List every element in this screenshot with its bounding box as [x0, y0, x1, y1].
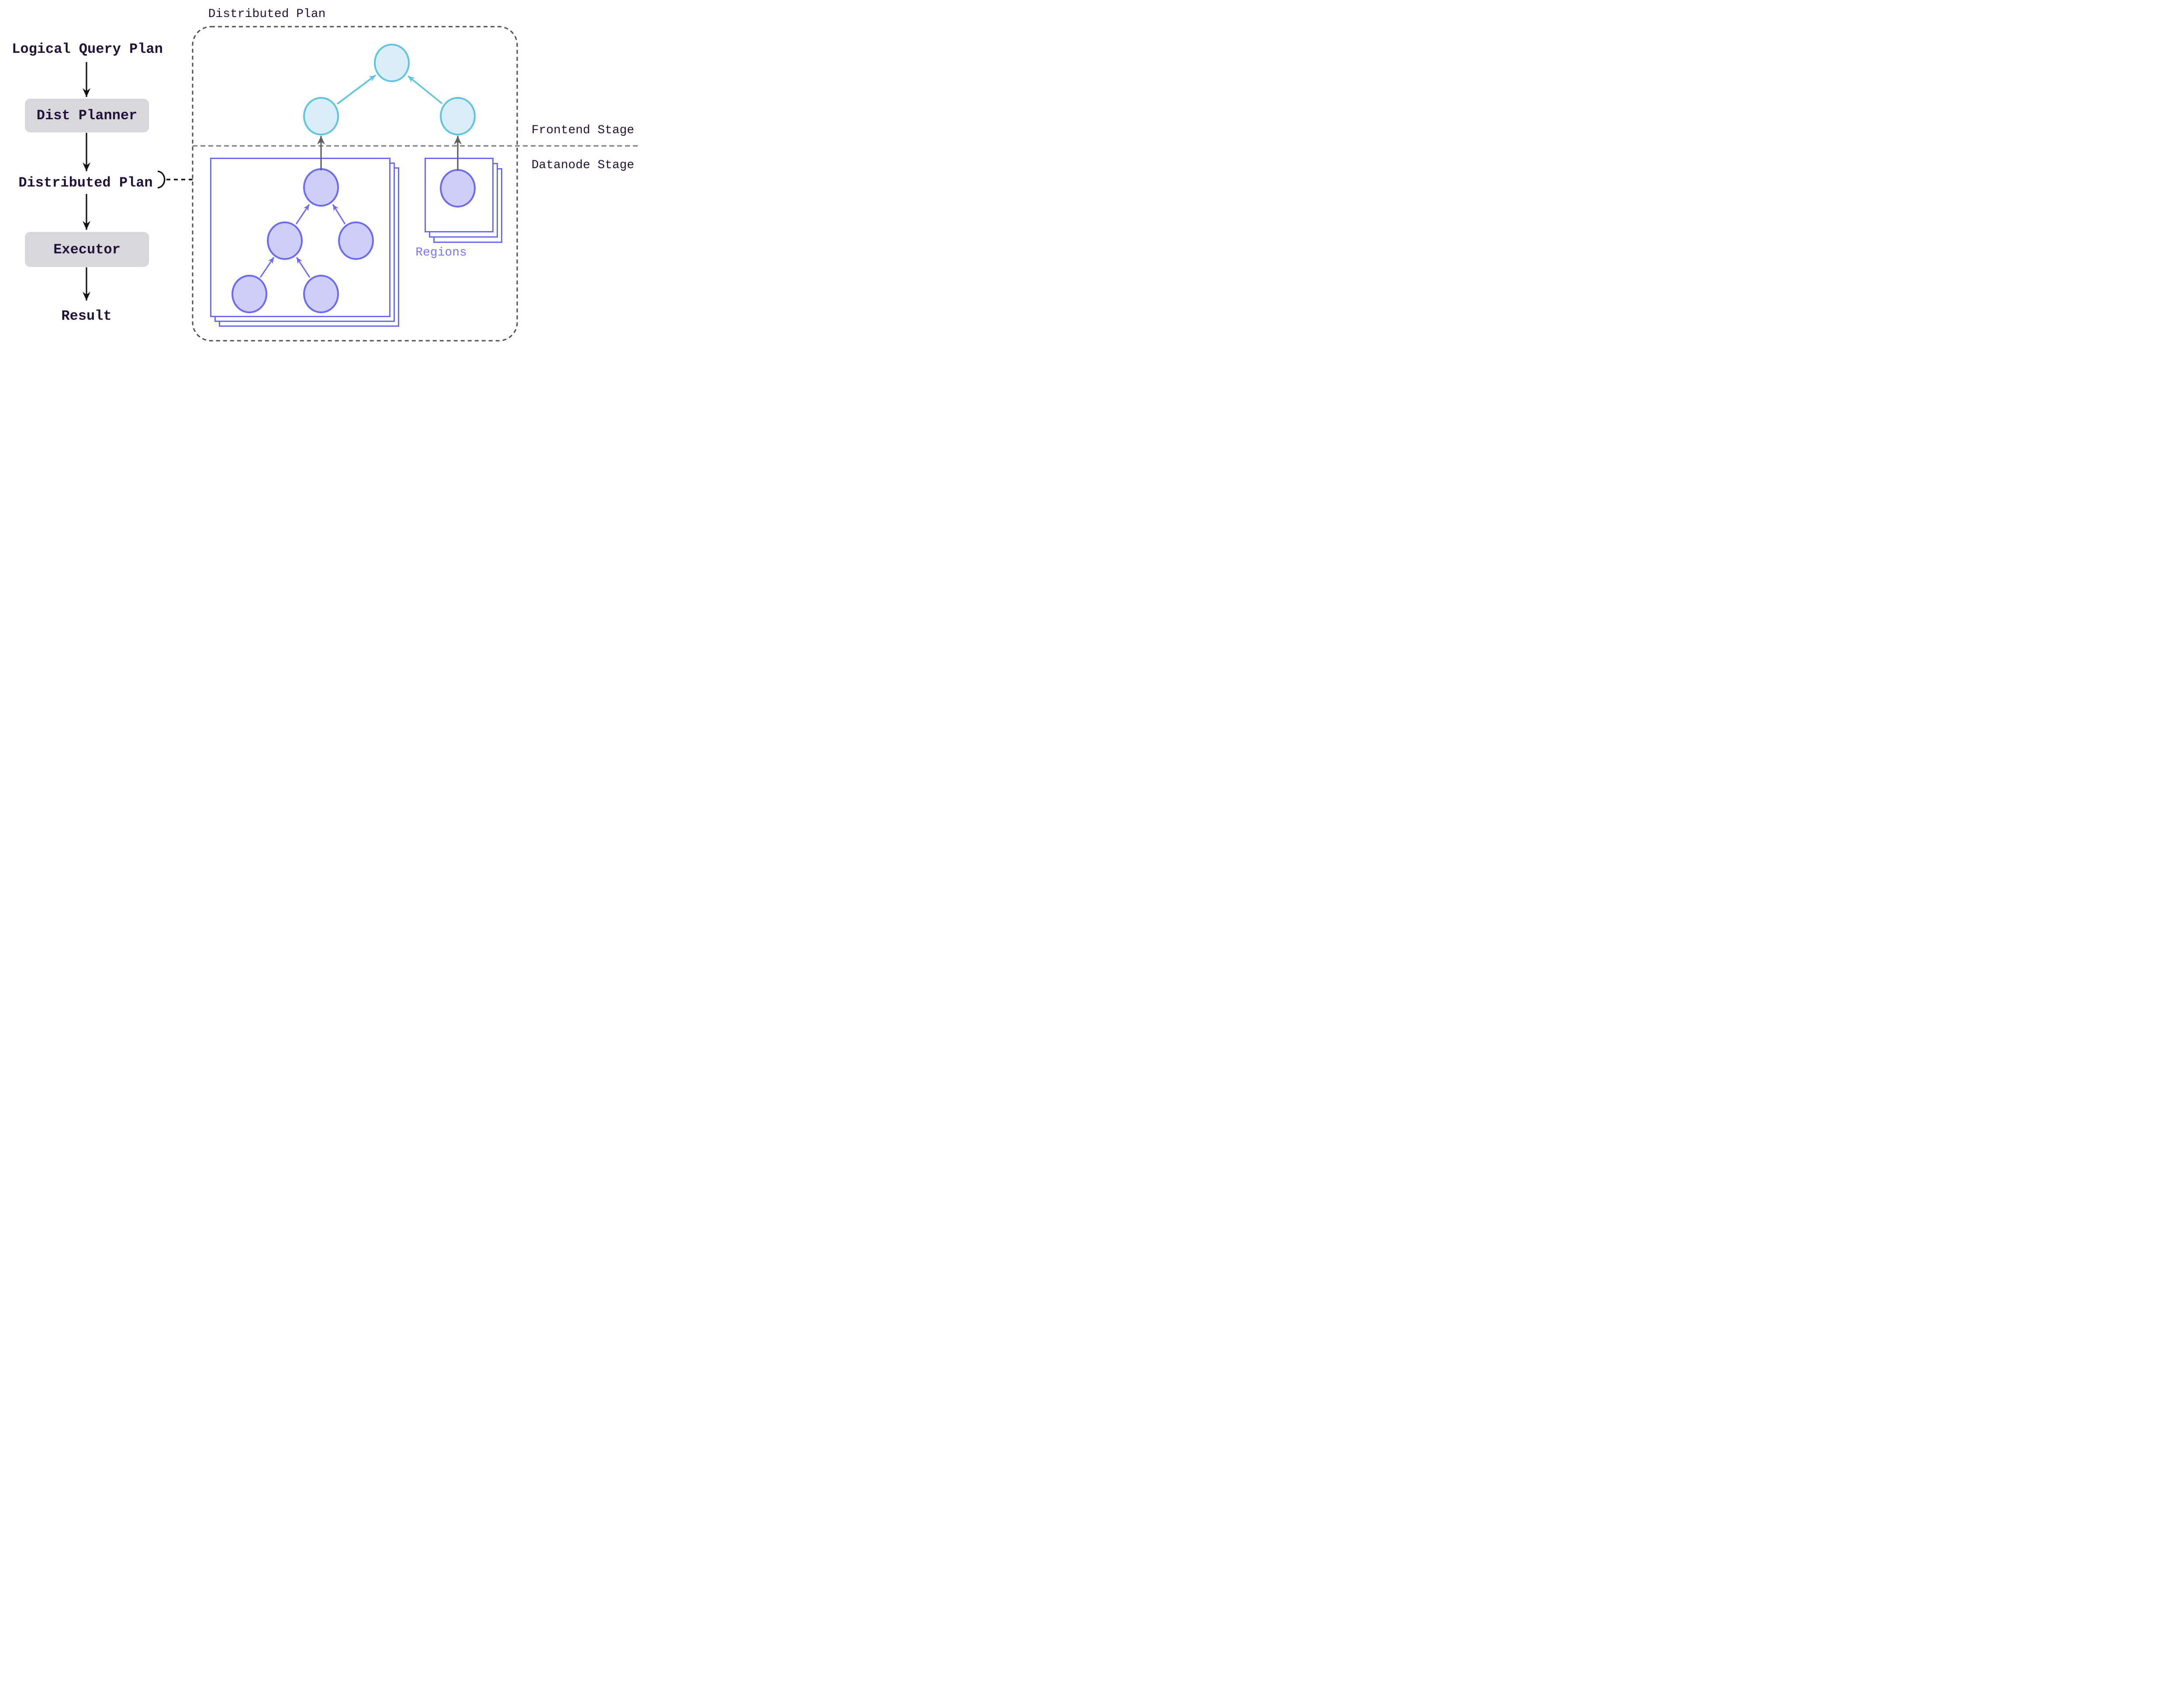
regions-label: Regions	[415, 246, 467, 259]
frontend-right-node	[440, 97, 476, 135]
executor-box: Executor	[25, 232, 149, 267]
datanode-stage-label: Datanode Stage	[531, 159, 634, 172]
diagram-canvas: Logical Query Plan Dist Planner Distribu…	[0, 0, 638, 342]
datanode-tree-root-node	[303, 168, 339, 207]
right-region-node	[440, 169, 476, 207]
datanode-tree-leaf-right-node	[303, 275, 339, 313]
arrow-frontend-left-to-root	[336, 74, 377, 105]
datanode-tree-mid-right-node	[338, 221, 374, 260]
dist-planner-box: Dist Planner	[25, 99, 149, 132]
datanode-tree-mid-left-node	[267, 221, 303, 260]
dist-planner-label: Dist Planner	[36, 107, 138, 124]
frontend-left-node	[303, 97, 339, 135]
result-label: Result	[61, 308, 112, 324]
logical-query-plan-label: Logical Query Plan	[12, 41, 163, 57]
distributed-plan-label: Distributed Plan	[18, 175, 153, 191]
datanode-tree-leaf-left-node	[232, 275, 267, 313]
distributed-plan-box-title: Distributed Plan	[208, 7, 326, 21]
executor-label: Executor	[53, 241, 121, 258]
frontend-stage-label: Frontend Stage	[531, 124, 634, 137]
arrow-frontend-right-to-root	[407, 75, 443, 104]
frontend-root-node	[374, 44, 410, 82]
